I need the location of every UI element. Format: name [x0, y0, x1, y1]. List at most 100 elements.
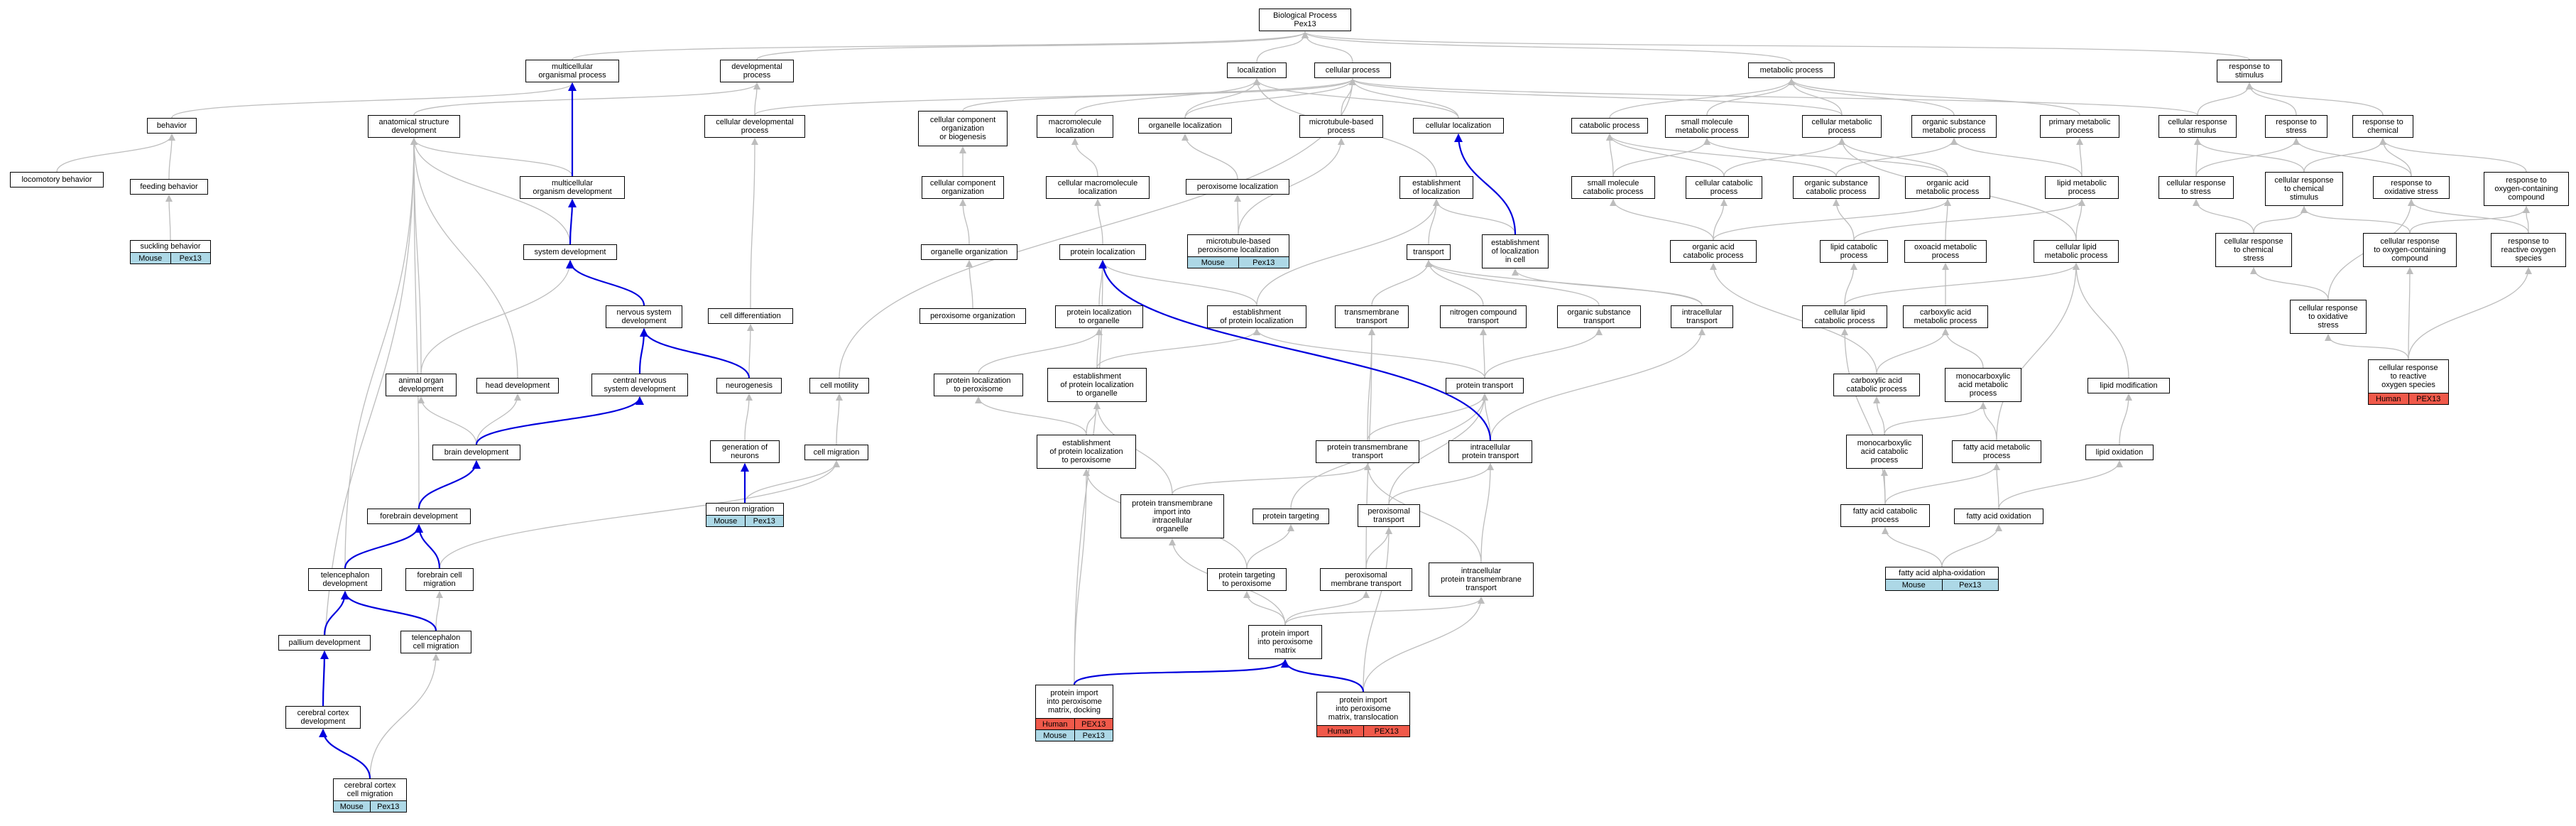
go-term-lox[interactable]: lipid oxidation: [2085, 445, 2154, 460]
go-term-mod[interactable]: multicellular organism development: [520, 176, 625, 199]
go-term-pxmt[interactable]: peroxisomal membrane transport: [1320, 568, 1412, 591]
go-term-tcm[interactable]: telencephalon cell migration: [400, 631, 471, 653]
go-term-oscp[interactable]: organic substance catabolic process: [1793, 176, 1879, 199]
go-term-cp[interactable]: cellular process: [1314, 63, 1391, 78]
go-term-beh[interactable]: behavior: [147, 118, 197, 134]
go-term-sb[interactable]: suckling behavior: [130, 240, 211, 253]
go-term-pmp[interactable]: primary metabolic process: [2040, 115, 2119, 138]
go-term-tmt[interactable]: transmembrane transport: [1335, 305, 1409, 328]
go-term-ooamp[interactable]: oxoacid metabolic process: [1904, 240, 1987, 263]
go-term-ict[interactable]: intracellular transport: [1671, 305, 1733, 328]
go-term-camp[interactable]: carboxylic acid metabolic process: [1903, 305, 1988, 328]
go-term-mp[interactable]: metabolic process: [1748, 63, 1835, 78]
go-term-famp[interactable]: fatty acid metabolic process: [1952, 440, 2041, 463]
go-term-osmp[interactable]: organic substance metabolic process: [1911, 115, 1997, 138]
go-term-clmp[interactable]: cellular lipid metabolic process: [2034, 240, 2119, 263]
go-term-pald[interactable]: pallium development: [278, 635, 371, 651]
go-term-ptgt[interactable]: protein targeting: [1252, 509, 1329, 524]
go-term-loc[interactable]: localization: [1227, 63, 1287, 78]
go-term-rts[interactable]: response to stimulus: [2217, 60, 2282, 82]
go-term-rtos[interactable]: response to oxidative stress: [2373, 176, 2450, 199]
go-term-rtcs[interactable]: cellular response to chemical stimulus: [2265, 172, 2343, 206]
go-term-ccd[interactable]: cerebral cortex development: [285, 706, 361, 729]
go-term-cco[interactable]: cellular component organization: [922, 176, 1004, 199]
go-term-fcm[interactable]: forebrain cell migration: [405, 568, 474, 591]
go-term-mop[interactable]: multicellular organismal process: [525, 60, 619, 82]
go-term-perorg[interactable]: peroxisome organization: [919, 308, 1026, 324]
go-term-cdp[interactable]: cellular developmental process: [704, 115, 805, 138]
go-term-devp[interactable]: developmental process: [720, 60, 794, 82]
go-term-oo[interactable]: organelle organization: [921, 244, 1017, 260]
go-term-mcacp[interactable]: monocarboxylic acid catabolic process: [1846, 435, 1923, 469]
go-term-nct[interactable]: nitrogen compound transport: [1440, 305, 1527, 328]
go-term-crtcs[interactable]: cellular response to chemical stress: [2215, 233, 2292, 267]
go-term-rtoc[interactable]: response to oxygen-containing compound: [2484, 172, 2569, 206]
go-term-epltoo[interactable]: establishment of protein localization to…: [1047, 368, 1147, 402]
go-term-mtbp[interactable]: microtubule-based process: [1299, 115, 1383, 138]
go-term-bp[interactable]: Biological Process Pex13: [1259, 9, 1351, 31]
go-term-lmp[interactable]: lipid metabolic process: [2045, 176, 2119, 199]
go-term-cmp[interactable]: cellular metabolic process: [1802, 115, 1882, 138]
go-term-icptmt[interactable]: intracellular protein transmembrane tran…: [1429, 563, 1534, 597]
go-term-pt[interactable]: protein transport: [1446, 378, 1524, 393]
go-term-tr[interactable]: transport: [1407, 244, 1451, 260]
go-term-ptmt[interactable]: protein transmembrane transport: [1316, 440, 1419, 463]
go-term-ccp[interactable]: cellular catabolic process: [1686, 176, 1762, 199]
go-term-ptp[interactable]: protein targeting to peroxisome: [1207, 568, 1287, 591]
go-term-oacp[interactable]: organic acid catabolic process: [1670, 240, 1757, 263]
go-term-mcamp[interactable]: monocarboxylic acid metabolic process: [1945, 368, 2021, 402]
go-term-lcb[interactable]: locomotory behavior: [10, 172, 104, 188]
go-term-cmot[interactable]: cell motility: [809, 378, 869, 393]
go-term-pl[interactable]: protein localization: [1059, 244, 1146, 260]
go-term-crtstr[interactable]: cellular response to stress: [2159, 176, 2234, 199]
go-term-clcp[interactable]: cellular lipid catabolic process: [1802, 305, 1887, 328]
go-term-smcp[interactable]: small molecule catabolic process: [1571, 176, 1655, 199]
go-term-epltp[interactable]: establishment of protein localization to…: [1037, 435, 1136, 469]
go-term-oamp[interactable]: organic acid metabolic process: [1905, 176, 1990, 199]
go-term-asd[interactable]: anatomical structure development: [368, 115, 460, 138]
go-term-smmp[interactable]: small molecule metabolic process: [1665, 115, 1749, 138]
go-term-plto[interactable]: protein localization to organelle: [1055, 305, 1143, 328]
go-term-tel[interactable]: telencephalon development: [308, 568, 382, 591]
go-term-macl[interactable]: macromolecule localization: [1037, 115, 1113, 138]
go-term-crts[interactable]: cellular response to stimulus: [2159, 115, 2237, 138]
go-term-rtstr[interactable]: response to stress: [2265, 115, 2327, 138]
go-term-nsd[interactable]: nervous system development: [606, 305, 682, 328]
go-term-cmig[interactable]: cell migration: [804, 445, 868, 460]
go-term-nm[interactable]: neuron migration: [706, 503, 784, 516]
go-term-cloc[interactable]: cellular localization: [1413, 118, 1504, 134]
go-term-fd[interactable]: forebrain development: [367, 509, 471, 524]
go-term-crtos[interactable]: cellular response to oxidative stress: [2290, 300, 2367, 334]
go-term-pipmt[interactable]: protein import into peroxisome matrix, t…: [1316, 692, 1410, 726]
go-term-ng[interactable]: neurogenesis: [716, 378, 782, 393]
go-term-mbpl[interactable]: microtubule-based peroxisome localizatio…: [1187, 234, 1289, 257]
go-term-lcp[interactable]: lipid catabolic process: [1820, 240, 1888, 263]
go-term-fb[interactable]: feeding behavior: [130, 179, 208, 195]
go-term-eol[interactable]: establishment of localization: [1399, 176, 1473, 199]
go-term-cnsd[interactable]: central nervous system development: [591, 374, 688, 396]
go-term-rtros[interactable]: response to reactive oxygen species: [2491, 233, 2566, 267]
go-term-icpt[interactable]: intracellular protein transport: [1448, 440, 1532, 463]
go-term-lmod[interactable]: lipid modification: [2087, 378, 2170, 393]
go-term-crtoc[interactable]: cellular response to oxygen-containing c…: [2363, 233, 2457, 267]
go-term-orgl[interactable]: organelle localization: [1138, 118, 1232, 134]
go-term-cml[interactable]: cellular macromolecule localization: [1046, 176, 1150, 199]
go-term-cdiff[interactable]: cell differentiation: [708, 308, 793, 324]
go-term-pxt[interactable]: peroxisomal transport: [1358, 504, 1420, 527]
go-term-bd[interactable]: brain development: [432, 445, 520, 460]
go-term-ptiio[interactable]: protein transmembrane import into intrac…: [1120, 494, 1224, 538]
go-term-elic[interactable]: establishment of localization in cell: [1482, 234, 1549, 268]
go-term-fao[interactable]: fatty acid oxidation: [1954, 509, 2043, 524]
go-term-sysd[interactable]: system development: [523, 244, 617, 260]
go-term-pltp[interactable]: protein localization to peroxisome: [934, 374, 1023, 396]
go-term-perl[interactable]: peroxisome localization: [1186, 179, 1289, 195]
go-term-catp[interactable]: catabolic process: [1571, 118, 1648, 134]
go-term-eopl[interactable]: establishment of protein localization: [1207, 305, 1306, 328]
go-term-pipm[interactable]: protein import into peroxisome matrix: [1248, 625, 1322, 659]
go-term-aod[interactable]: animal organ development: [386, 374, 457, 396]
go-term-facp[interactable]: fatty acid catabolic process: [1840, 504, 1930, 527]
go-term-pipmd[interactable]: protein import into peroxisome matrix, d…: [1035, 685, 1113, 719]
go-term-crtros[interactable]: cellular response to reactive oxygen spe…: [2368, 359, 2449, 393]
go-term-cacp[interactable]: carboxylic acid catabolic process: [1833, 374, 1920, 396]
go-term-rtc[interactable]: response to chemical: [2352, 115, 2413, 138]
